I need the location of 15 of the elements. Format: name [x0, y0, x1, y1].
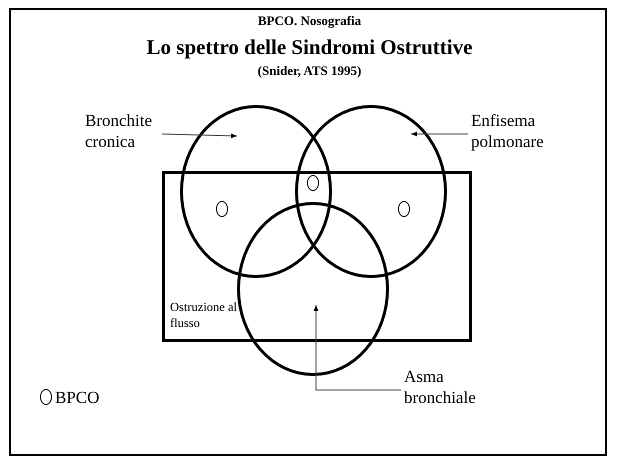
disease-label: Bronchite cronica	[85, 110, 159, 152]
title: Lo spettro delle Sindromi Ostruttive	[146, 35, 472, 60]
circle-outline	[295, 105, 447, 278]
leader-arrow	[410, 132, 468, 136]
leader-arrow	[314, 304, 402, 390]
legend-label: BPCO	[55, 387, 100, 408]
circle-outline	[237, 202, 389, 376]
obstruction-box	[162, 171, 472, 342]
circle-outline	[180, 105, 332, 278]
disease-label: Enfisema polmonare	[471, 110, 551, 152]
box-caption: Ostruzione al flusso	[170, 300, 238, 332]
leader-arrow	[162, 133, 238, 138]
disease-label: Asma bronchiale	[404, 366, 482, 408]
source-note: (Snider, ATS 1995)	[258, 63, 362, 79]
subtitle: BPCO. Nosografia	[258, 13, 362, 29]
